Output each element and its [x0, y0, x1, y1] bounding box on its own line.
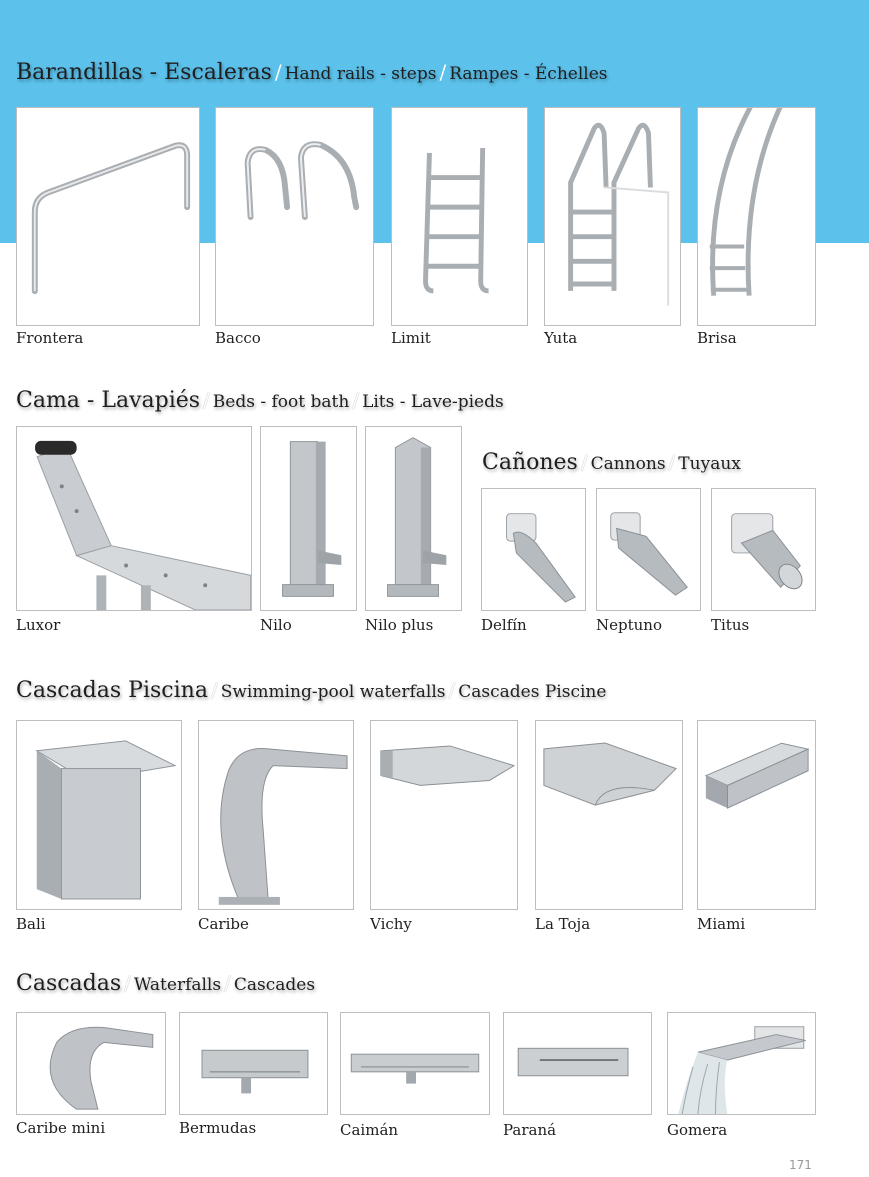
title-es: Cama - Lavapiés: [16, 388, 201, 413]
title-separator: /: [668, 450, 676, 474]
product-label-limit: Limit: [391, 329, 431, 347]
waterfall-illustration: [678, 1026, 806, 1114]
product-image-caiman[interactable]: [340, 1012, 490, 1115]
product-image-parana[interactable]: [503, 1012, 652, 1115]
title-separator: /: [203, 388, 210, 412]
product-label-neptuno: Neptuno: [596, 616, 662, 634]
title-es: Cascadas: [16, 971, 122, 996]
handrail-illustration: [244, 141, 360, 220]
product-image-nilo[interactable]: [260, 426, 357, 611]
title-separator: /: [580, 450, 588, 474]
waterfall-illustration: [201, 1049, 309, 1094]
waterfall-illustration: [543, 742, 677, 806]
title-separator: /: [124, 971, 131, 995]
product-image-delfin[interactable]: [481, 488, 586, 611]
product-label-bali: Bali: [16, 915, 46, 933]
title-en: Swimming-pool waterfalls: [220, 682, 446, 702]
ladder-illustration: [568, 122, 670, 306]
product-image-brisa[interactable]: [697, 107, 816, 326]
product-image-bermudas[interactable]: [179, 1012, 328, 1115]
section-title-beds: Cama - Lavapiés/Beds - foot bath/Lits - …: [16, 388, 504, 413]
waterfall-illustration: [380, 745, 516, 786]
product-label-caribe-mini: Caribe mini: [16, 1119, 106, 1137]
title-separator: /: [224, 971, 231, 995]
product-image-neptuno[interactable]: [596, 488, 701, 611]
product-image-luxor[interactable]: [16, 426, 252, 611]
product-image-bacco[interactable]: [215, 107, 374, 326]
title-fr: Lits - Lave-pieds: [362, 392, 504, 412]
product-label-vichy: Vichy: [370, 915, 412, 933]
waterfall-illustration: [350, 1053, 480, 1084]
product-image-caribe[interactable]: [198, 720, 354, 910]
waterfall-illustration: [517, 1047, 629, 1077]
section-title-waterfalls: Cascadas/Waterfalls/Cascades: [16, 971, 315, 996]
product-label-bermudas: Bermudas: [179, 1119, 257, 1137]
title-separator: /: [210, 678, 218, 702]
title-fr: Cascades Piscine: [458, 682, 607, 702]
product-image-frontera[interactable]: [16, 107, 200, 326]
title-separator: /: [439, 60, 447, 84]
title-en: Cannons: [590, 454, 666, 474]
product-image-miami[interactable]: [697, 720, 816, 910]
product-label-caiman: Caimán: [340, 1121, 399, 1139]
product-label-titus: Titus: [711, 616, 750, 634]
waterfall-illustration: [704, 742, 810, 809]
title-separator: /: [352, 388, 360, 412]
title-separator: /: [274, 60, 282, 84]
product-label-yuta: Yuta: [544, 329, 578, 347]
cannon-illustration: [610, 512, 688, 596]
footbath-illustration: [282, 441, 342, 597]
title-fr: Rampes - Échelles: [449, 64, 608, 84]
title-en: Waterfalls: [133, 975, 222, 995]
section-title-cannons: Cañones/Cannons/Tuyaux: [482, 450, 741, 475]
section-title-rails: Barandillas - Escaleras/Hand rails - ste…: [16, 60, 607, 85]
product-label-miami: Miami: [697, 915, 746, 933]
product-label-la-toja: La Toja: [535, 915, 591, 933]
product-label-caribe: Caribe: [198, 915, 249, 933]
title-es: Barandillas - Escaleras: [16, 60, 272, 85]
product-label-nilo: Nilo: [260, 616, 292, 634]
title-en: Hand rails - steps: [284, 64, 437, 84]
product-image-bali[interactable]: [16, 720, 182, 910]
waterfall-illustration: [218, 748, 348, 905]
product-image-titus[interactable]: [711, 488, 816, 611]
product-image-limit[interactable]: [391, 107, 528, 326]
product-label-nilo-plus: Nilo plus: [365, 616, 434, 634]
title-separator: /: [448, 678, 456, 702]
product-label-luxor: Luxor: [16, 616, 61, 634]
product-image-yuta[interactable]: [544, 107, 681, 326]
product-image-vichy[interactable]: [370, 720, 518, 910]
product-label-brisa: Brisa: [697, 329, 737, 347]
title-fr: Cascades: [233, 975, 316, 995]
bed-illustration: [35, 440, 251, 610]
product-image-nilo-plus[interactable]: [365, 426, 462, 611]
cannon-illustration: [731, 513, 803, 590]
product-image-gomera[interactable]: [667, 1012, 816, 1115]
ladder-illustration: [423, 147, 489, 294]
title-es: Cañones: [482, 450, 578, 475]
title-fr: Tuyaux: [678, 454, 741, 474]
waterfall-illustration: [35, 740, 177, 900]
product-label-parana: Paraná: [503, 1121, 557, 1139]
title-en: Beds - foot bath: [212, 392, 350, 412]
product-label-frontera: Frontera: [16, 329, 84, 347]
handrail-illustration: [31, 142, 191, 295]
ladder-illustration: [709, 108, 783, 296]
product-label-bacco: Bacco: [215, 329, 261, 347]
product-image-caribe-mini[interactable]: [16, 1012, 166, 1115]
title-es: Cascadas Piscina: [16, 678, 208, 703]
footbath-illustration: [387, 437, 447, 597]
section-title-pool-waterfalls: Cascadas Piscina/Swimming-pool waterfall…: [16, 678, 606, 703]
product-image-la-toja[interactable]: [535, 720, 683, 910]
waterfall-illustration: [49, 1026, 154, 1110]
product-label-delfin: Delfín: [481, 616, 527, 634]
cannon-illustration: [506, 513, 576, 603]
page-number: 171: [789, 1158, 812, 1172]
product-label-gomera: Gomera: [667, 1121, 728, 1139]
